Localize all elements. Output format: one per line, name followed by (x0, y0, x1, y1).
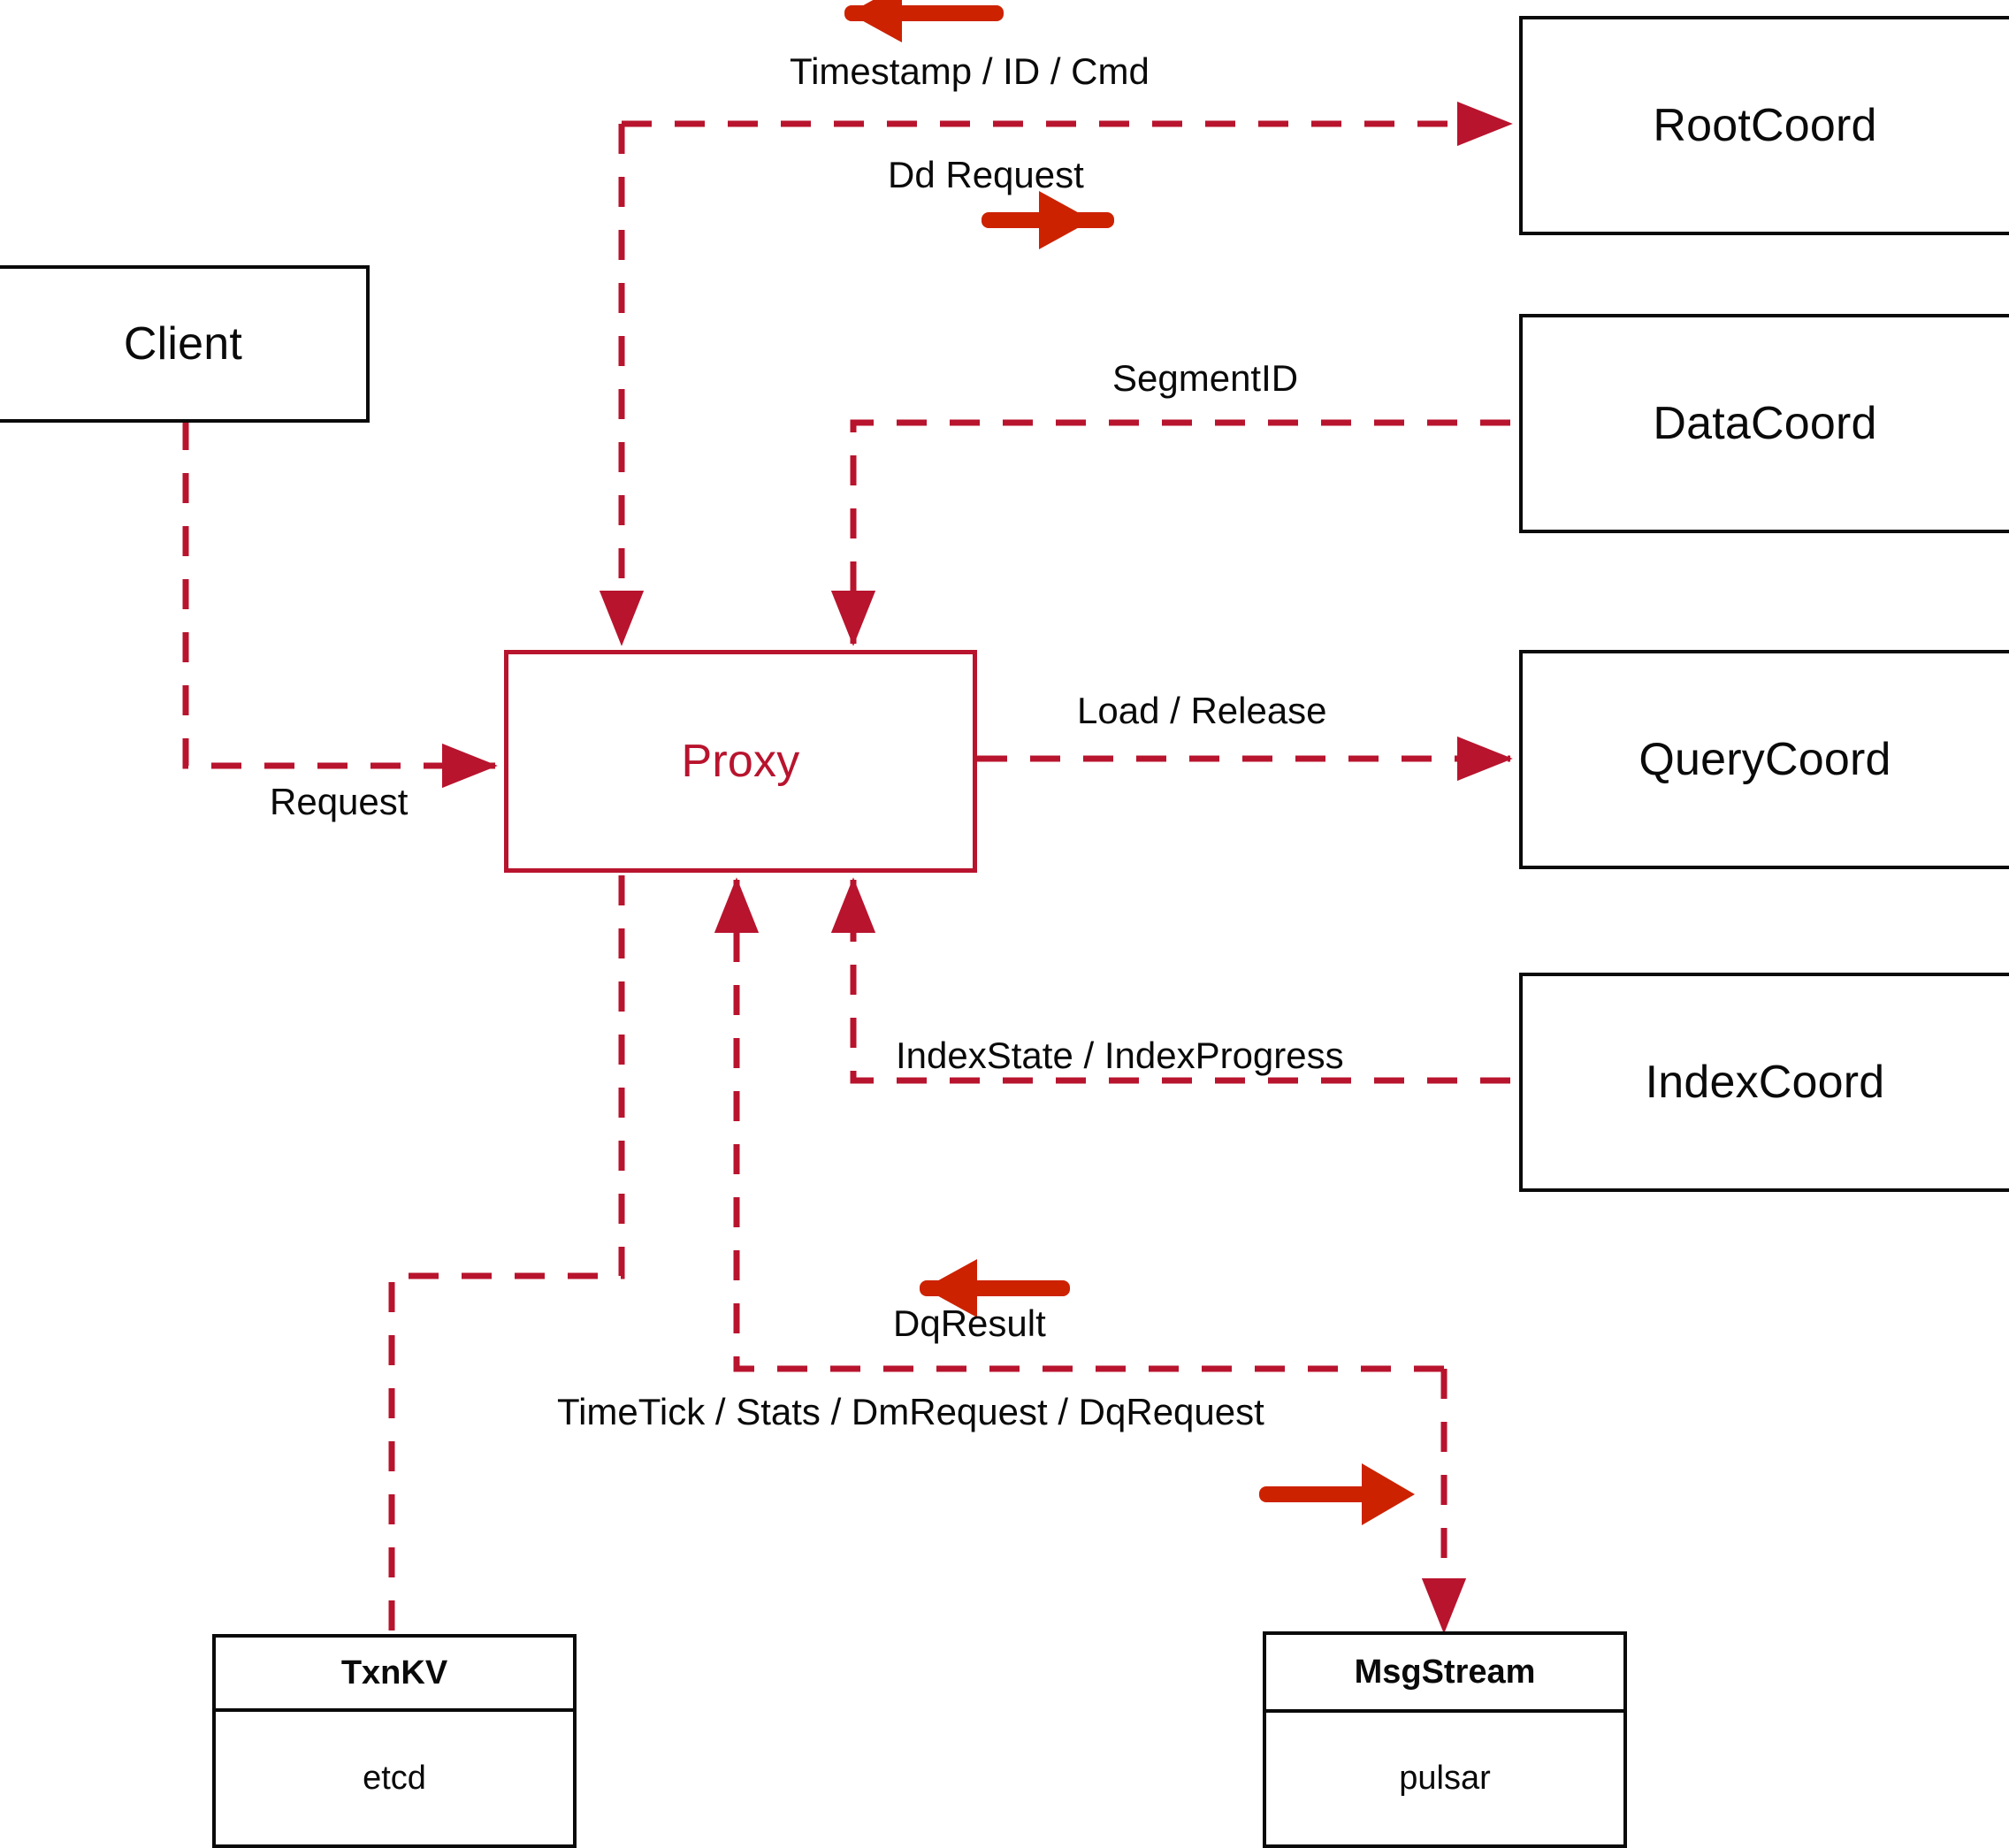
node-msgstream-title: MsgStream (1266, 1635, 1623, 1713)
edge-datacoord-to-proxy (830, 419, 1510, 646)
direction-arrow-dd-request (982, 191, 1114, 249)
direction-arrow-dqresult (920, 1259, 1070, 1317)
edge-label-load-release: Load / Release (1077, 690, 1327, 731)
edge-proxy-to-txnkv (388, 875, 625, 1634)
node-rootcoord-label: RootCoord (1653, 100, 1877, 151)
edge-client-to-proxy (182, 420, 498, 789)
node-proxy-label: Proxy (681, 736, 800, 787)
node-datacoord-label: DataCoord (1653, 398, 1877, 449)
node-txnkv-title: TxnKV (216, 1638, 573, 1712)
node-rootcoord[interactable]: RootCoord (1519, 16, 2009, 235)
node-proxy[interactable]: Proxy (504, 650, 977, 873)
edge-label-segmentid: SegmentID (1112, 357, 1299, 399)
node-querycoord[interactable]: QueryCoord (1519, 650, 2009, 869)
node-txnkv[interactable]: TxnKV etcd (212, 1634, 577, 1848)
node-datacoord[interactable]: DataCoord (1519, 314, 2009, 533)
node-querycoord-label: QueryCoord (1639, 734, 1891, 785)
direction-arrow-timestamp (844, 0, 1004, 42)
direction-arrow-timetick (1259, 1463, 1415, 1525)
edge-label-dqresult: DqResult (893, 1302, 1046, 1344)
node-msgstream-impl: pulsar (1399, 1760, 1491, 1797)
edge-label-dd-request: Dd Request (888, 154, 1084, 195)
edge-label-request: Request (270, 781, 409, 822)
node-txnkv-impl: etcd (363, 1759, 426, 1797)
edge-indexcoord-to-proxy (830, 877, 1510, 1084)
edge-label-indexstate-indexprogress: IndexState / IndexProgress (896, 1035, 1344, 1076)
node-indexcoord[interactable]: IndexCoord (1519, 973, 2009, 1192)
edge-label-timetick-stats-dmrequest-dqrequest: TimeTick / Stats / DmRequest / DqRequest (557, 1391, 1264, 1432)
node-client[interactable]: Client (0, 265, 370, 423)
node-msgstream[interactable]: MsgStream pulsar (1263, 1631, 1627, 1848)
edge-msgstream-to-proxy (714, 877, 1444, 1372)
node-client-label: Client (123, 318, 243, 370)
edge-label-timestamp-id-cmd: Timestamp / ID / Cmd (790, 50, 1150, 92)
node-indexcoord-label: IndexCoord (1645, 1057, 1885, 1108)
